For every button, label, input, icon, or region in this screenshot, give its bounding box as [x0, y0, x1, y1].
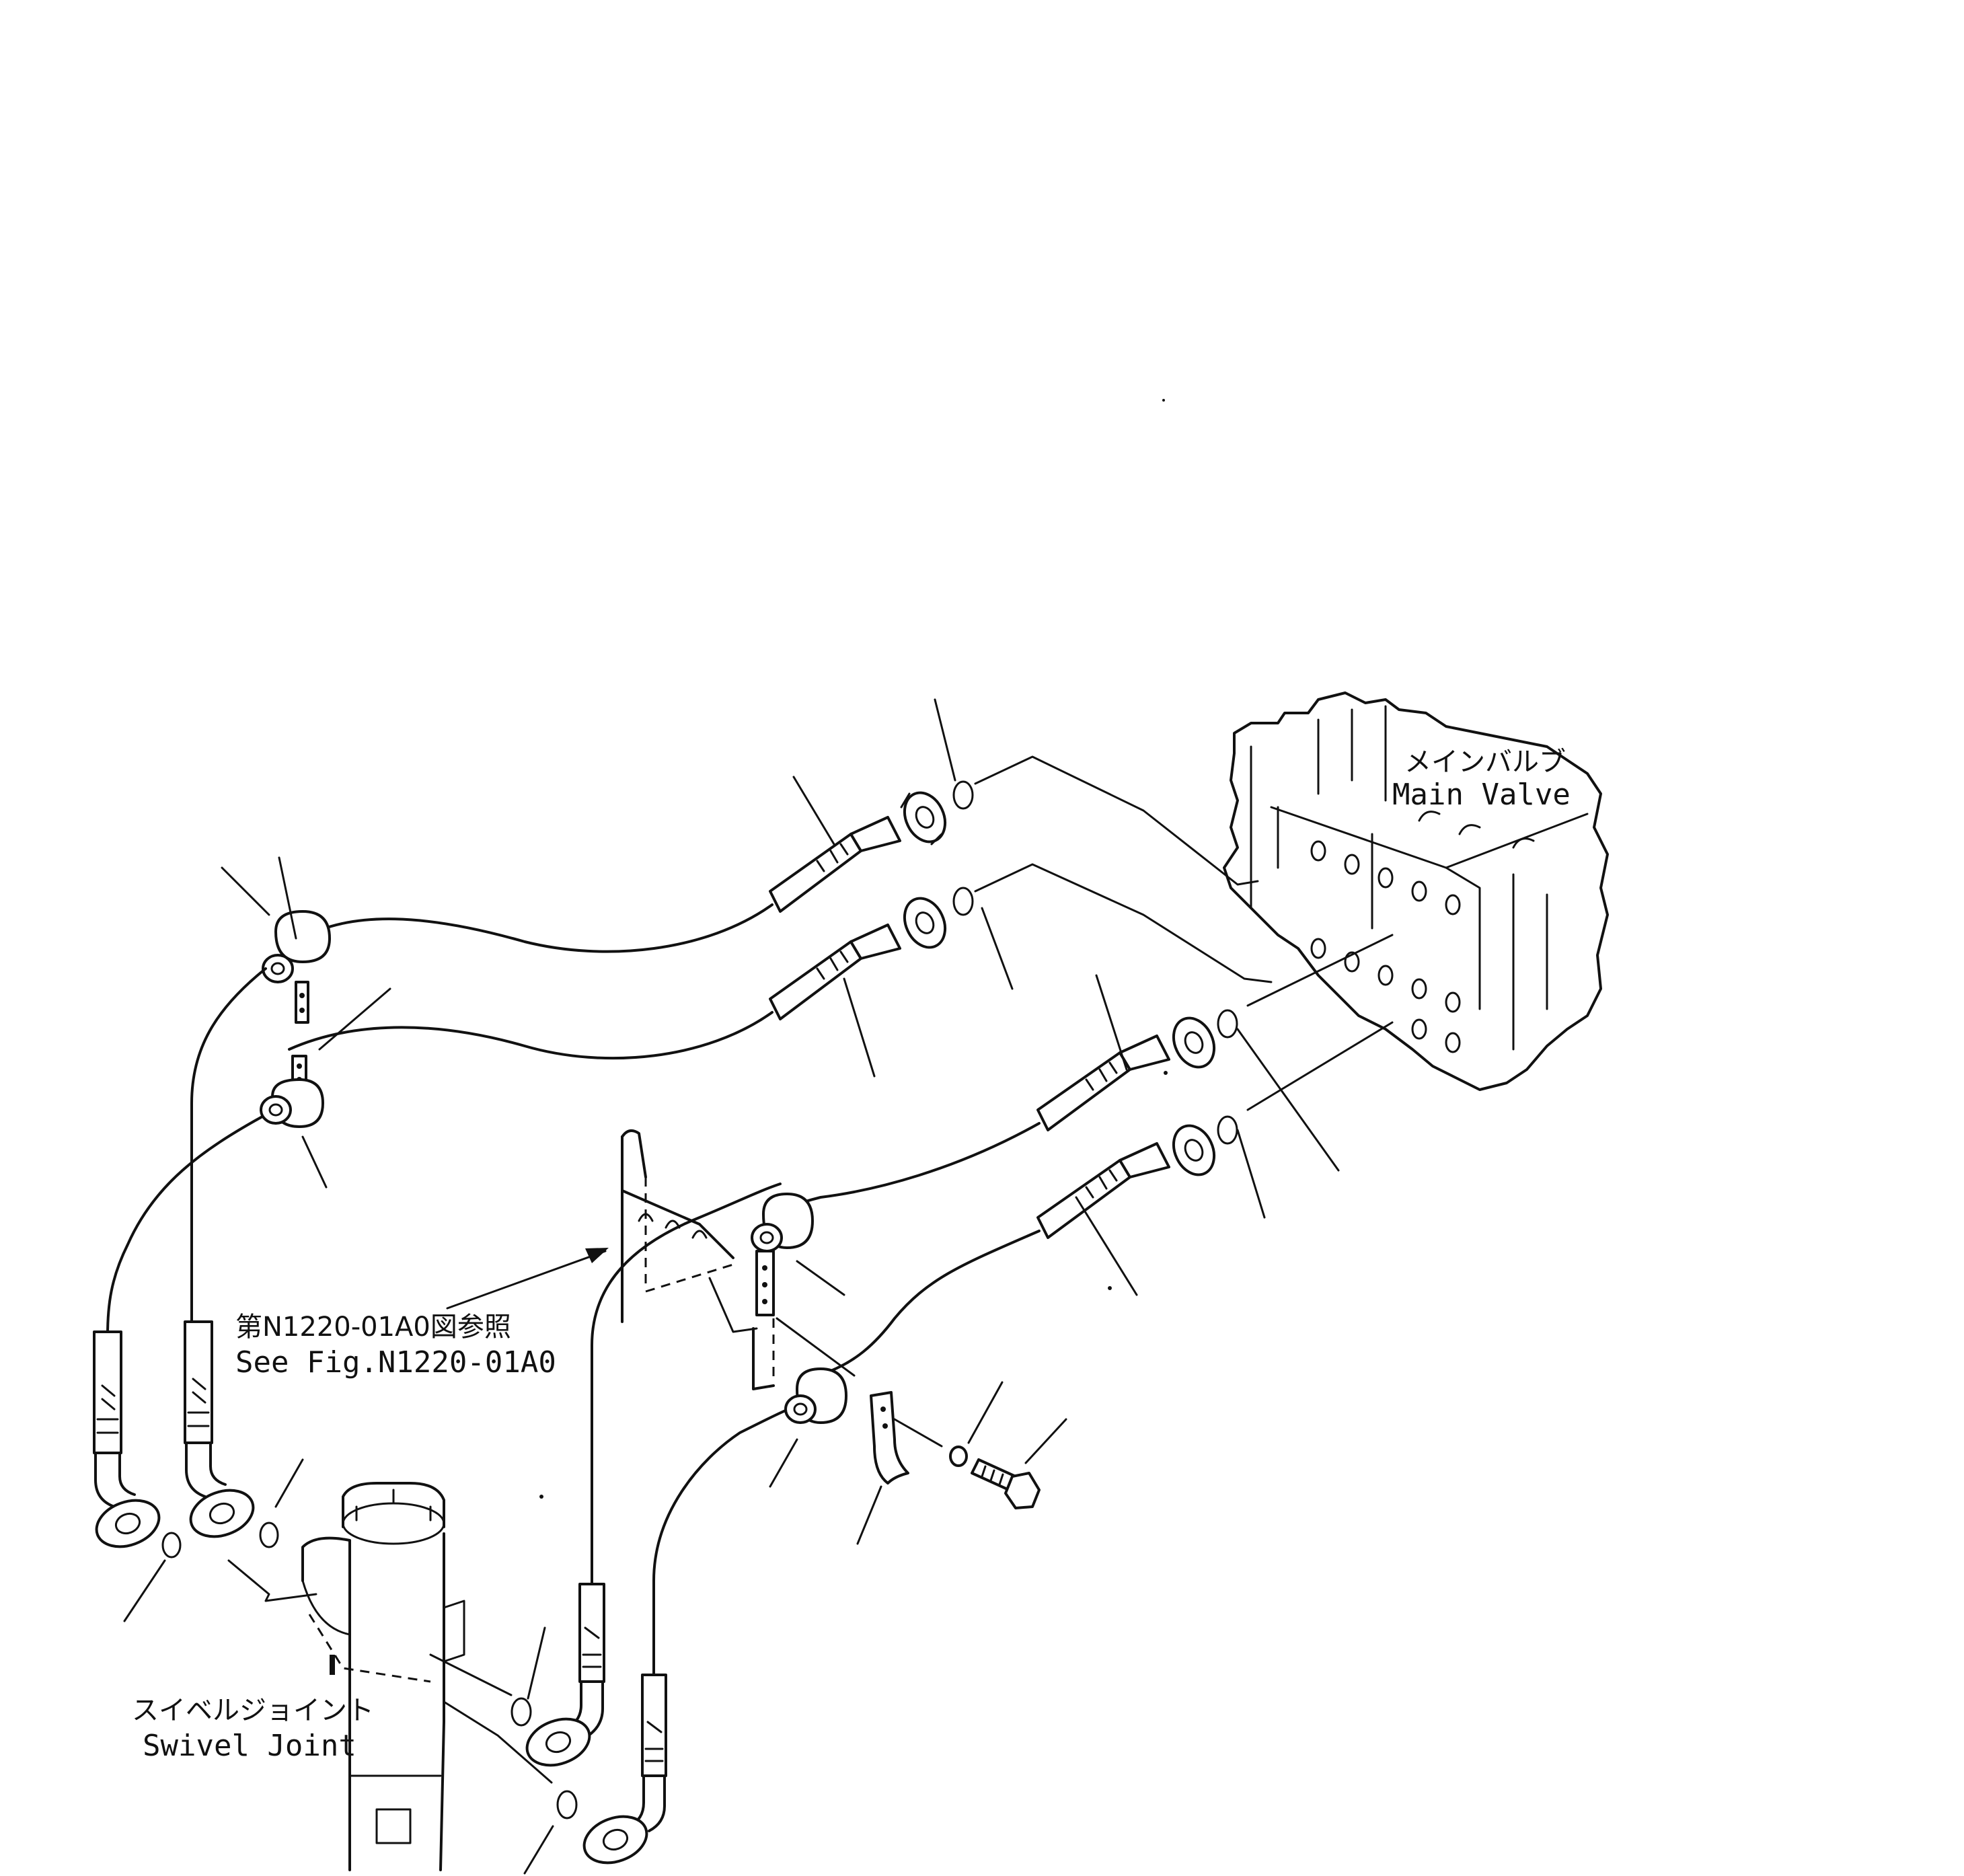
clamp-icon — [751, 1193, 814, 1316]
valve-leader-line — [974, 755, 1259, 886]
hose-assembly — [295, 791, 947, 953]
o-ring-icon — [511, 1697, 532, 1727]
swivel-joint-label-en: Swivel Joint — [143, 1729, 356, 1763]
main-valve-icon — [1223, 691, 1609, 1091]
o-ring-icon — [952, 887, 974, 916]
main-valve-label-en: Main Valve — [1392, 778, 1571, 812]
reference-arrow — [446, 1250, 607, 1310]
hose-line — [190, 967, 267, 1326]
bracket-icon — [621, 1129, 775, 1390]
hose-assembly — [826, 1124, 1216, 1374]
hose-line — [591, 1183, 782, 1585]
bolt-icon — [971, 1458, 1041, 1509]
clamp-icon — [870, 1391, 909, 1485]
washer-icon — [949, 1446, 968, 1467]
swivel-leader-line — [227, 1559, 317, 1602]
hose-line — [106, 1115, 264, 1337]
swivel-leader-line — [429, 1653, 513, 1696]
hose-assembly — [288, 897, 947, 1060]
leader-line — [776, 1317, 856, 1377]
o-ring-icon — [952, 780, 974, 810]
o-ring-icon — [1217, 1009, 1238, 1039]
arrow-head-icon — [585, 1248, 609, 1263]
o-ring-icon — [161, 1532, 182, 1559]
hose-fitting — [93, 1330, 161, 1548]
o-ring-icon — [259, 1522, 279, 1548]
reference-label-jp: 第N1220-01A0図参照 — [235, 1312, 511, 1343]
clamp-icon — [260, 1055, 324, 1128]
main-valve-label-jp: メインバルブ — [1404, 747, 1566, 778]
callout-leaders — [123, 698, 1340, 1875]
clamp-icon — [784, 1367, 847, 1424]
hose-fitting — [582, 1674, 667, 1865]
swivel-joint-label-jp: スイベルジョイント — [132, 1695, 374, 1726]
o-ring-icon — [556, 1790, 578, 1819]
swivel-joint-icon — [301, 1482, 465, 1871]
swivel-leader-line — [443, 1700, 553, 1784]
hose-fitting — [184, 1320, 255, 1538]
clamp-icon — [262, 910, 331, 1024]
leader-line — [893, 1418, 943, 1448]
hose-fitting — [525, 1583, 605, 1767]
hose-line — [652, 1404, 798, 1676]
valve-leader-line — [974, 863, 1273, 983]
valve-leader-line — [1246, 934, 1394, 1007]
valve-leader-line — [1246, 1021, 1394, 1111]
hose-assembly — [772, 1016, 1216, 1215]
o-ring-icon — [1217, 1115, 1238, 1145]
reference-label-en: See Fig.N1220-01A0 — [235, 1345, 556, 1380]
